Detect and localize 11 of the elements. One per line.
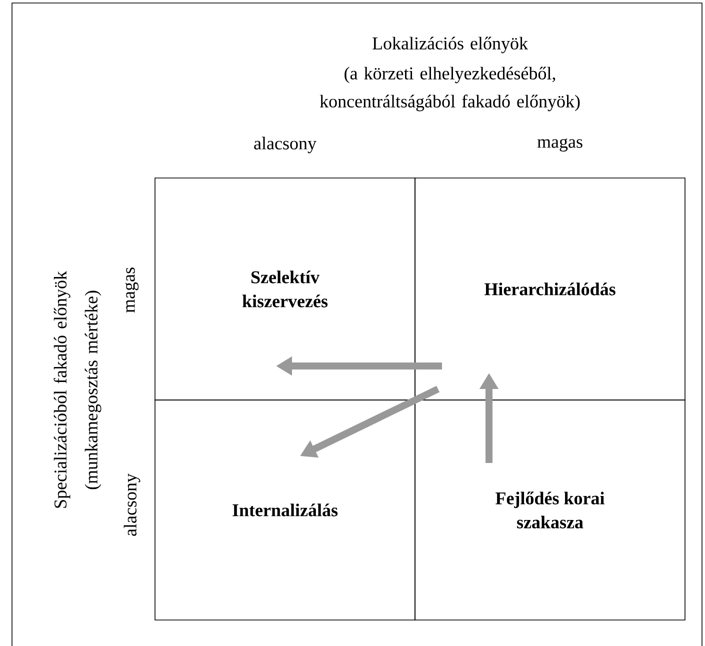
axis-title: Lokalizációs előnyök: [372, 36, 528, 54]
quadrant-cell: Internalizálás: [154, 400, 416, 620]
axis-value: magas: [125, 268, 139, 313]
quadrant-cell: Szelektív kiszervezés: [154, 178, 416, 400]
quadrant-cell: Fejlődés korai szakasza: [414, 400, 686, 620]
quadrant-cell: Hierarchizálódás: [414, 178, 686, 400]
axis-title: (munkamegosztás mértéke): [84, 290, 102, 490]
axis-value: magas: [537, 138, 582, 152]
axis-value: alacsony: [254, 136, 316, 154]
axis-title: Specializációból fakadó előnyök: [54, 271, 70, 508]
axis-title: (a körzeti elhelyezkedéséből, koncentráltságából fakadó előnyök): [320, 66, 580, 112]
